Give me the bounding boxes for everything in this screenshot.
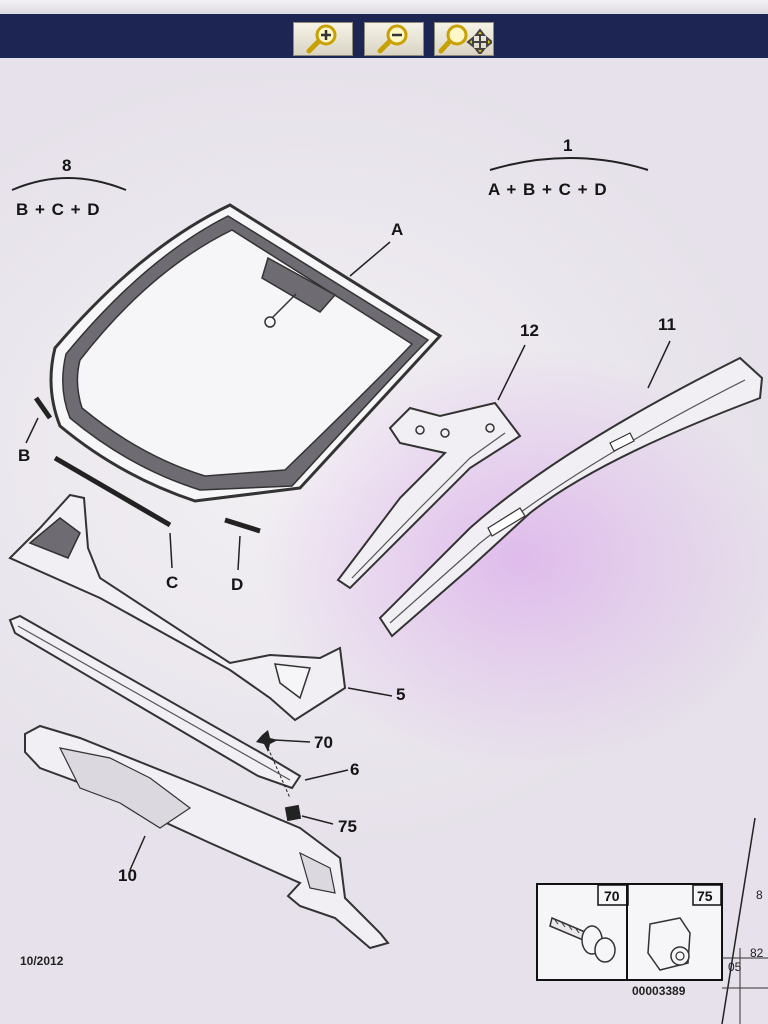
callout-6: 6 xyxy=(350,760,360,779)
windshield-part xyxy=(49,203,443,503)
a-pillar-left-part xyxy=(336,401,522,590)
roof-rail-part xyxy=(378,356,764,638)
drawing-reference: 00003389 xyxy=(632,984,686,998)
zoom-in-button[interactable] xyxy=(293,22,353,56)
cowl-panel-part xyxy=(8,614,302,790)
viewer-toolbar xyxy=(0,14,768,59)
group-1-formula: A + B + C + D xyxy=(488,180,608,199)
zoom-out-button[interactable] xyxy=(364,22,424,56)
side-note-05: 05 xyxy=(728,960,742,974)
side-note-82: 82 xyxy=(750,946,764,960)
clip-75-drawing xyxy=(647,917,691,971)
strip-b-part xyxy=(33,396,53,420)
parts-diagram-canvas[interactable]: 8 B + C + D 1 A + B + C + D A B C D 12 1… xyxy=(0,58,768,1024)
callout-d: D xyxy=(231,575,244,594)
browser-top-strip xyxy=(0,0,768,14)
side-note-8: 8 xyxy=(756,888,763,902)
fastener-70-part xyxy=(256,730,278,752)
strip-c-part xyxy=(53,455,172,528)
parts-exploded-diagram xyxy=(8,156,768,1024)
brace-8 xyxy=(11,176,127,191)
callout-5: 5 xyxy=(396,685,406,704)
group-1-number: 1 xyxy=(563,136,573,155)
zoom-pan-button[interactable] xyxy=(434,22,494,56)
callout-10: 10 xyxy=(118,866,137,885)
callout-c: C xyxy=(166,573,179,592)
callout-75: 75 xyxy=(338,817,357,836)
inset-label-70: 70 xyxy=(604,888,620,904)
callout-a: A xyxy=(391,220,404,239)
callout-70: 70 xyxy=(314,733,333,752)
callout-11: 11 xyxy=(658,315,676,334)
bolt-70-drawing xyxy=(549,916,616,963)
zoom-in-icon xyxy=(306,24,337,54)
fastener-inset-box xyxy=(536,883,723,981)
brace-1 xyxy=(489,156,649,171)
diagram-date: 10/2012 xyxy=(20,954,64,968)
strip-d-part xyxy=(224,517,261,534)
zoom-out-icon xyxy=(377,24,408,54)
inset-label-75: 75 xyxy=(697,888,713,904)
scuttle-crossmember-part xyxy=(24,724,390,950)
group-8-formula: B + C + D xyxy=(16,200,101,219)
callout-b: B xyxy=(18,446,31,465)
zoom-pan-icon xyxy=(438,24,492,54)
windshield-lower-panel-part xyxy=(8,493,347,722)
clip-75-part xyxy=(284,804,302,822)
group-8-number: 8 xyxy=(62,156,72,175)
callout-12: 12 xyxy=(520,321,539,340)
